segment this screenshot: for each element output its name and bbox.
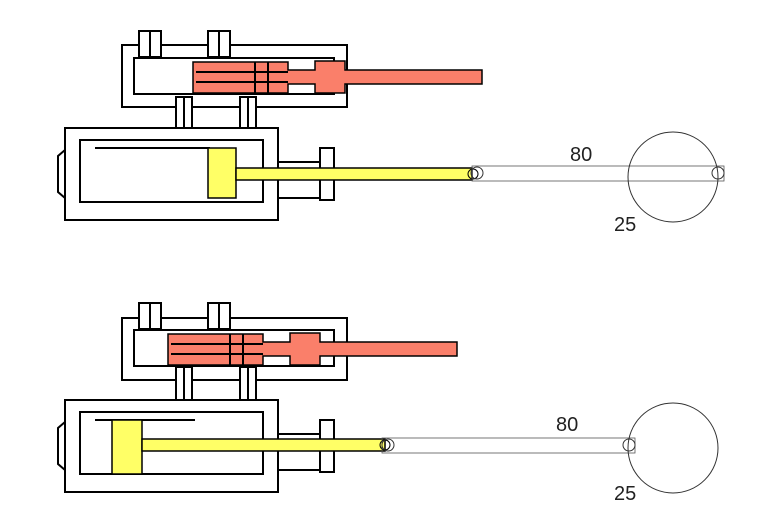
piston-assembly bbox=[207, 147, 479, 199]
top-mechanism: 80 25 bbox=[57, 30, 725, 236]
piston-assembly bbox=[111, 419, 391, 475]
crank-radius-label: 25 bbox=[614, 483, 636, 505]
connecting-rod bbox=[470, 165, 725, 182]
crank-circle bbox=[627, 131, 719, 223]
crank-radius-label: 25 bbox=[614, 214, 636, 236]
slide-valve bbox=[192, 60, 483, 94]
crank-circle bbox=[627, 402, 719, 494]
bottom-mechanism: 80 25 bbox=[57, 302, 719, 505]
rod-length-label: 80 bbox=[570, 144, 592, 166]
connecting-rod bbox=[381, 437, 636, 454]
slide-valve bbox=[167, 332, 458, 366]
rod-length-label: 80 bbox=[556, 414, 578, 436]
